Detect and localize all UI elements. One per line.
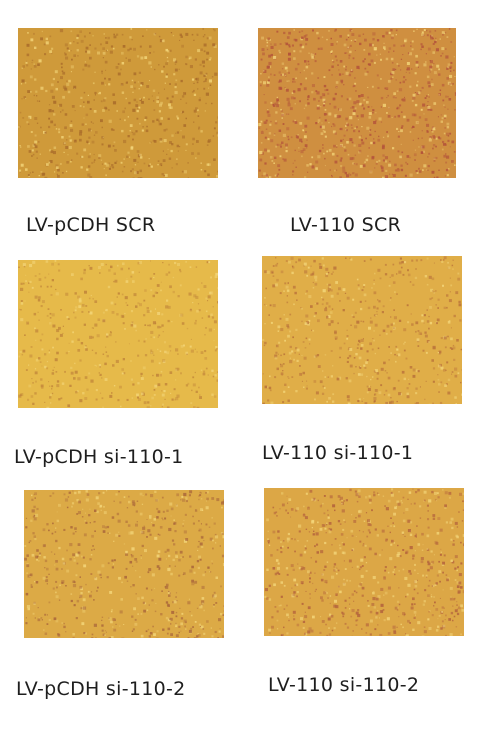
micrograph-image: [264, 488, 464, 636]
cell-speckles: [24, 490, 224, 638]
micrograph-background: [264, 488, 464, 636]
cell-speckles: [18, 28, 218, 178]
micrograph-background: [24, 490, 224, 638]
panel-caption-6: LV-110 si-110-2: [268, 674, 420, 696]
panel-caption-5: LV-pCDH si-110-2: [16, 678, 186, 700]
micrograph-background: [262, 256, 462, 404]
micrograph-image: [24, 490, 224, 638]
micrograph-background: [18, 28, 218, 178]
micrograph-panel-1: [18, 28, 218, 178]
micrograph-panel-2: [258, 28, 456, 178]
cell-speckles: [264, 488, 464, 636]
micrograph-panel-5: [24, 490, 224, 638]
panel-caption-4: LV-110 si-110-1: [262, 442, 414, 464]
panel-caption-2: LV-110 SCR: [290, 214, 402, 236]
panel-caption-1: LV-pCDH SCR: [26, 214, 156, 236]
micrograph-background: [18, 260, 218, 408]
micrograph-image: [18, 260, 218, 408]
micrograph-panel-3: [18, 260, 218, 408]
micrograph-image: [18, 28, 218, 178]
cell-speckles: [18, 260, 218, 408]
micrograph-panel-6: [264, 488, 464, 636]
micrograph-image: [262, 256, 462, 404]
cell-speckles: [258, 28, 456, 178]
micrograph-panel-4: [262, 256, 462, 404]
cell-speckles: [262, 256, 462, 404]
micrograph-image: [258, 28, 456, 178]
panel-caption-3: LV-pCDH si-110-1: [14, 446, 184, 468]
